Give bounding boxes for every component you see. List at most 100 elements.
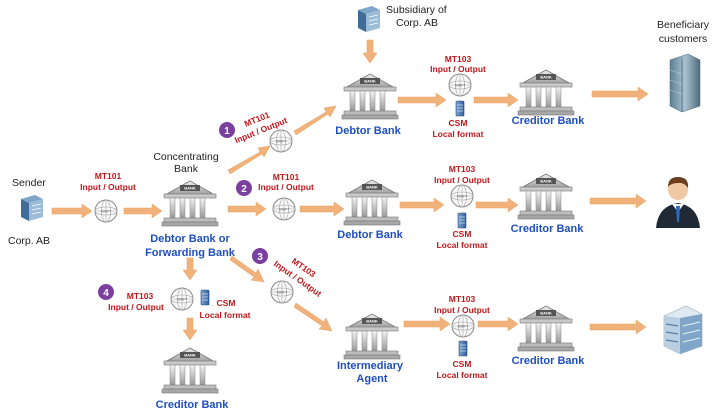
svg-text:SWIFT: SWIFT	[101, 210, 113, 214]
beneficiary-tower-icon	[669, 53, 701, 113]
svg-text:BANK: BANK	[540, 75, 552, 80]
concentrating-label-2: Bank	[174, 163, 199, 175]
badge-2: 2	[236, 180, 252, 196]
route4-msg-type: MT103	[127, 291, 154, 301]
creditor-top-label: Creditor Bank	[512, 115, 586, 127]
creditor-left-label: Creditor Bank	[156, 399, 230, 411]
row-bot-csm-label: CSM	[453, 359, 472, 369]
arrow-swift-mid-to-creditor	[475, 197, 519, 213]
sender-msg-type: MT101	[95, 171, 122, 181]
svg-text:SWIFT: SWIFT	[277, 291, 289, 295]
subsidiary-label-1: Subsidiary of	[386, 4, 447, 16]
row-top-msg-type: MT103	[445, 54, 472, 64]
intermediary-label-1: Intermediary	[337, 360, 404, 372]
svg-text:SWIFT: SWIFT	[458, 325, 470, 329]
row-top-swift-icon: SWIFT	[448, 73, 472, 97]
row-bot-msg-io: Input / Output	[434, 305, 490, 315]
arrow-route4-to-creditor-left	[182, 317, 198, 341]
svg-text:BANK: BANK	[184, 353, 196, 358]
debtor-top-bank-icon: BANK	[341, 73, 399, 120]
row-mid-csm-icon	[457, 212, 467, 229]
concentrating-label-1: Concentrating	[153, 151, 219, 163]
beneficiary-label-2: customers	[659, 33, 707, 45]
sender-swift-icon: SWIFT	[94, 199, 118, 223]
row-top-csm-icon	[455, 100, 465, 117]
arrow-forwarding-to-route2-swift	[227, 201, 267, 217]
arrow-swift-bot-to-creditor	[477, 316, 519, 332]
corp-ab-label: Corp. AB	[8, 235, 50, 247]
debtor-top-label: Debtor Bank	[335, 125, 401, 137]
svg-text:BANK: BANK	[540, 311, 552, 316]
flow-arrows	[51, 39, 649, 341]
svg-text:4: 4	[103, 288, 109, 299]
creditor-bot-label: Creditor Bank	[512, 355, 586, 367]
row-top-msg-io: Input / Output	[430, 64, 486, 74]
route3-swift-icon: SWIFT	[270, 280, 294, 304]
row-bot-csm-icon	[458, 340, 468, 357]
row-mid-swift-icon: SWIFT	[450, 184, 474, 208]
sender-building-icon	[21, 195, 43, 221]
row-bot-msg-type: MT103	[449, 294, 476, 304]
row-top-csm-format: Local format	[432, 129, 483, 139]
svg-text:BANK: BANK	[366, 185, 378, 190]
arrow-subsidiary-to-debtor-top	[362, 39, 378, 64]
row-mid-msg-io: Input / Output	[434, 175, 490, 185]
arrow-route2-to-debtor-mid	[299, 201, 345, 217]
arrow-creditor-bot-to-beneficiary	[589, 319, 647, 335]
svg-text:SWIFT: SWIFT	[276, 140, 288, 144]
row-bot-swift-icon: SWIFT	[451, 314, 475, 338]
arrow-forwarding-to-route3-swift	[229, 255, 265, 283]
svg-text:3: 3	[257, 252, 263, 263]
badge-3: 3	[252, 248, 268, 264]
row-top-csm-label: CSM	[449, 118, 468, 128]
intermediary-bank-icon: BANK	[343, 313, 401, 360]
svg-text:2: 2	[241, 184, 247, 195]
arrow-debtor-mid-to-swift	[399, 197, 445, 213]
arrow-forwarding-to-route4-swift	[182, 257, 198, 281]
arrow-creditor-mid-to-beneficiary	[589, 193, 647, 209]
forwarding-bank-label-2: Forwarding Bank	[145, 247, 236, 259]
route2-msg-type: MT101	[273, 172, 300, 182]
row-bot-csm-format: Local format	[436, 370, 487, 380]
beneficiary-label-1: Beneficiary	[657, 19, 710, 31]
creditor-mid-bank-icon: BANK	[517, 173, 575, 220]
route4-csm-format: Local format	[199, 310, 250, 320]
svg-text:SWIFT: SWIFT	[177, 298, 189, 302]
debtor-mid-label: Debtor Bank	[337, 229, 403, 241]
arrow-route1-to-debtor-top	[293, 105, 337, 136]
route4-swift-icon: SWIFT	[170, 287, 194, 311]
debtor-mid-bank-icon: BANK	[343, 179, 401, 226]
creditor-top-bank-icon: BANK	[517, 69, 575, 116]
beneficiary-office-icon	[663, 305, 703, 355]
creditor-mid-label: Creditor Bank	[511, 223, 585, 235]
route2-swift-icon: SWIFT	[272, 197, 296, 221]
beneficiary-person-icon	[656, 177, 700, 228]
svg-text:1: 1	[224, 126, 230, 137]
row-mid-msg-type: MT103	[449, 164, 476, 174]
svg-text:BANK: BANK	[184, 186, 196, 191]
route4-msg-io: Input / Output	[108, 302, 164, 312]
svg-text:BANK: BANK	[366, 319, 378, 324]
route4-csm-icon	[200, 289, 210, 306]
arrow-swift-top-to-creditor	[473, 92, 519, 108]
arrow-route3-to-intermediary	[293, 302, 333, 332]
arrow-forwarding-to-route1-swift	[227, 145, 271, 175]
svg-text:BANK: BANK	[540, 179, 552, 184]
arrow-swift-to-forwarding	[123, 203, 163, 219]
subsidiary-label-2: Corp. AB	[396, 17, 438, 29]
arrow-sender-to-swift	[51, 203, 93, 219]
arrow-creditor-top-to-beneficiary	[591, 86, 649, 102]
route1-swift-icon: SWIFT	[269, 129, 293, 153]
creditor-bot-bank-icon: BANK	[517, 305, 575, 352]
intermediary-label-2: Agent	[356, 373, 388, 385]
forwarding-bank-icon: BANK	[161, 180, 219, 227]
route4-csm-label: CSM	[217, 298, 236, 308]
sender-label: Sender	[12, 177, 46, 189]
creditor-left-bank-icon: BANK	[161, 347, 219, 394]
sender-group: Sender Corp. AB	[8, 177, 50, 247]
route2-msg-io: Input / Output	[258, 182, 314, 192]
svg-text:SWIFT: SWIFT	[279, 208, 291, 212]
badge-4: 4	[98, 284, 114, 300]
svg-text:SWIFT: SWIFT	[455, 84, 467, 88]
